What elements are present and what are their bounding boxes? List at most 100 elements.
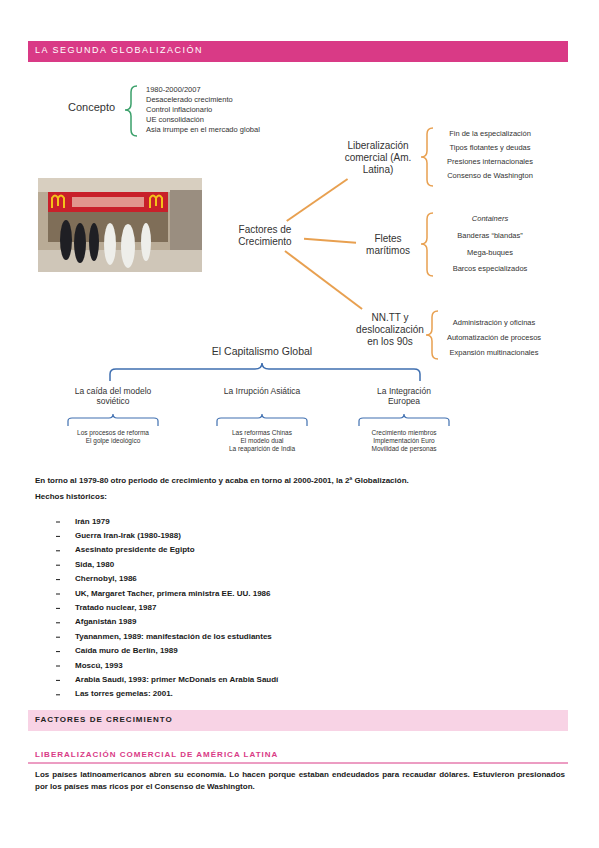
list-item: Barcos especializados xyxy=(430,264,550,273)
group-label: La Integración Europea xyxy=(364,386,444,406)
connector-line xyxy=(304,239,356,243)
bullet-dash xyxy=(56,565,60,566)
bullet-dash xyxy=(56,622,60,623)
list-item: Guerra Iran-Irak (1980-1988) xyxy=(75,531,181,541)
group-label: La Irrupción Asiática xyxy=(222,386,302,396)
curly-bracket xyxy=(125,86,137,136)
group-label: El Capitalismo Global xyxy=(182,345,342,358)
horizontal-bracket xyxy=(110,363,420,381)
section-band xyxy=(28,710,568,731)
list-item: Fin de la especialización xyxy=(430,129,550,138)
horizontal-bracket xyxy=(217,414,307,426)
list-item: Asia irrumpe en el mercado global xyxy=(146,125,260,134)
logo-arches xyxy=(52,196,64,209)
factor-node: NN.TT y deslocalización en los 90s xyxy=(350,312,430,348)
person xyxy=(141,223,151,261)
factor-node: Fletes marítimos xyxy=(359,233,417,257)
photo-illustration xyxy=(38,178,202,272)
bullet-dash xyxy=(56,579,60,580)
list-item: Sida, 1980 xyxy=(75,560,114,570)
list-item: Tyananmen, 1989: manifestación de los es… xyxy=(75,632,272,642)
body-paragraph: Los países latinoamericanos abren su eco… xyxy=(35,769,565,792)
photo-background xyxy=(38,178,202,272)
section-underline xyxy=(28,763,568,764)
person xyxy=(89,223,99,261)
bullet-dash xyxy=(56,594,60,595)
body-text: Hechos históricos: xyxy=(35,492,107,502)
store-sign xyxy=(48,192,168,212)
horizontal-bracket xyxy=(359,414,449,426)
list-item: 1980-2000/2007 xyxy=(146,85,201,94)
list-item: Control inflacionario xyxy=(146,105,212,114)
bullet-dash xyxy=(56,522,60,523)
section-heading: FACTORES DE CRECIMIENTO xyxy=(35,715,173,725)
list-item: Tratado nuclear, 1987 xyxy=(75,603,156,613)
list-item: Movilidad de personas xyxy=(349,445,459,453)
person xyxy=(74,223,86,263)
list-item: Containers xyxy=(430,214,550,223)
list-item: Presiones internacionales xyxy=(430,157,550,166)
curly-bracket xyxy=(421,213,433,276)
connector-line xyxy=(285,251,362,309)
list-item: Los procesos de reforma xyxy=(58,429,168,437)
side-wall xyxy=(170,190,202,250)
list-item: La reaparición de India xyxy=(207,445,317,453)
list-bullets xyxy=(56,522,60,695)
bullet-dash xyxy=(56,550,60,551)
node-text: Fletes marítimos xyxy=(359,233,417,257)
list-item: Asesinato presidente de Egipto xyxy=(75,545,195,555)
list-item: Moscú, 1993 xyxy=(75,661,123,671)
list-item: El modelo dual xyxy=(207,437,317,445)
list-item: Las reformas Chinas xyxy=(207,429,317,437)
factor-node: Factores de Crecimiento xyxy=(229,224,301,248)
bullet-dash xyxy=(56,680,60,681)
list-item: Administración y oficinas xyxy=(434,318,554,327)
list-item: Irán 1979 xyxy=(75,517,110,527)
section-heading: LIBERALIZACIÓN COMERCIAL DE AMÉRICA LATI… xyxy=(35,750,278,760)
list-item: Crecimiento miembros xyxy=(349,429,459,437)
curly-bracket xyxy=(426,311,438,359)
bullet-dash xyxy=(56,637,60,638)
bullet-dash xyxy=(56,608,60,609)
person xyxy=(121,224,135,268)
list-item: Mega-buques xyxy=(430,248,550,257)
person xyxy=(60,220,72,260)
list-item: Chernobyl, 1986 xyxy=(75,574,137,584)
bullet-dash xyxy=(56,651,60,652)
title-banner xyxy=(28,41,568,62)
list-item: Implementación Euro xyxy=(349,437,459,445)
list-item: Consenso de Washington xyxy=(430,171,550,180)
list-item: Desacelerado crecimiento xyxy=(146,95,233,104)
body-text: En torno al 1979-80 otro periodo de crec… xyxy=(35,476,409,486)
page-title: LA SEGUNDA GLOBALIZACIÓN xyxy=(35,45,203,56)
connector-line xyxy=(287,179,348,221)
sign-panel xyxy=(72,197,144,207)
list-item: Las torres gemelas: 2001. xyxy=(75,689,173,699)
bullet-dash xyxy=(56,666,60,667)
node-text: Liberalización comercial (Am. Latina) xyxy=(340,140,416,176)
factor-node: Liberalización comercial (Am. Latina) xyxy=(340,140,416,176)
person xyxy=(104,223,116,265)
node-text: Factores de Crecimiento xyxy=(229,224,301,248)
list-item: Tipos flotantes y deudas xyxy=(430,143,550,152)
list-item: UK, Margaret Tacher, primera ministra EE… xyxy=(75,589,270,599)
bullet-dash xyxy=(56,536,60,537)
list-item: UE consolidación xyxy=(146,115,204,124)
list-item: Automatización de procesos xyxy=(434,333,554,342)
list-item: Caída muro de Berlín, 1989 xyxy=(75,646,178,656)
curly-bracket xyxy=(421,128,433,186)
people xyxy=(60,220,99,263)
list-item: Arabia Saudí, 1993: primer McDonals en A… xyxy=(75,675,278,685)
list-item: Afganistán 1989 xyxy=(75,617,136,627)
logo-arches xyxy=(150,196,162,209)
people xyxy=(104,223,151,268)
list-item: El golpe ideológico xyxy=(58,437,168,445)
list-item: Expansión multinacionales xyxy=(434,348,554,357)
photo-ceiling xyxy=(38,178,202,192)
group-label: Concepto xyxy=(68,101,115,114)
horizontal-bracket xyxy=(68,414,158,426)
group-label: La caída del modelo soviético xyxy=(67,386,159,406)
node-text: NN.TT y deslocalización en los 90s xyxy=(350,312,430,348)
list-item: Banderas “blandas” xyxy=(430,231,550,240)
